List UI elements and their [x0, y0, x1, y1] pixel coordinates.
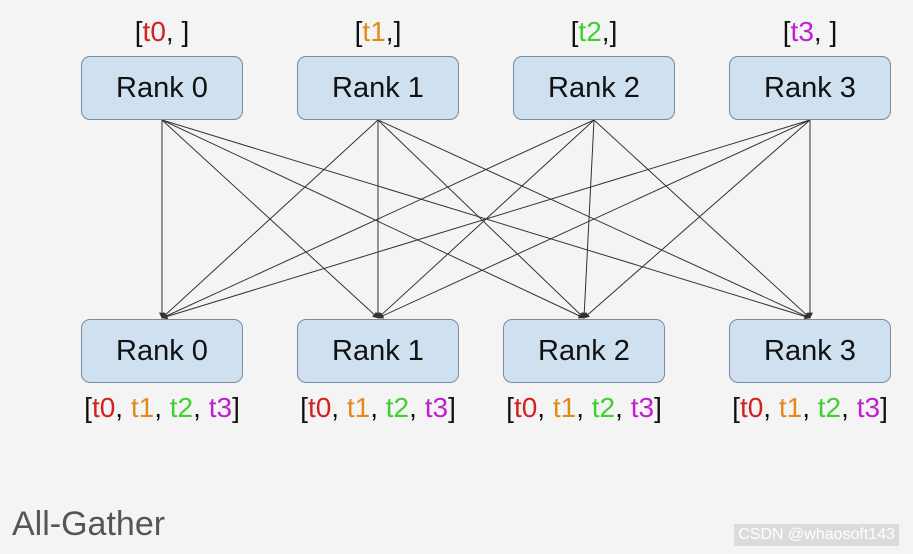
token-t1: t1	[552, 392, 577, 423]
top-rank-buffer-2: [t2,]	[570, 16, 618, 47]
edge-rank2-to-rank0	[161, 119, 595, 319]
edge-rank1-to-rank2	[377, 119, 585, 319]
token-t3: t3	[790, 16, 814, 47]
token-t2: t2	[578, 16, 602, 47]
edge-rank3-to-rank0	[161, 119, 811, 320]
top-rank-box-3: Rank 3	[729, 56, 891, 120]
diagram-title: All-Gather	[12, 505, 166, 543]
edge-rank2-to-rank2	[581, 119, 595, 319]
edge-rank2-to-rank3	[593, 119, 811, 319]
token-t2: t2	[385, 392, 410, 423]
watermark: CSDN @whaosoft143	[734, 524, 899, 546]
bottom-rank-box-2: Rank 2	[503, 319, 665, 383]
top-rank-buffer-1: [t1,]	[354, 16, 402, 47]
token-t3: t3	[630, 392, 655, 423]
token-t3: t3	[424, 392, 449, 423]
token-t0: t0	[307, 392, 332, 423]
edge-rank3-to-rank2	[583, 119, 811, 319]
token-t2: t2	[169, 392, 194, 423]
edge-rank0-to-rank2	[161, 119, 585, 319]
top-rank-box-1: Rank 1	[297, 56, 459, 120]
bottom-rank-box-1: Rank 1	[297, 319, 459, 383]
token-t2: t2	[817, 392, 842, 423]
token-t2: t2	[591, 392, 616, 423]
edge-rank1-to-rank0	[161, 119, 379, 319]
token-t1: t1	[362, 16, 386, 47]
bottom-rank-box-3: Rank 3	[729, 319, 891, 383]
top-rank-buffer-3: [t3, ]	[782, 16, 838, 47]
token-t0: t0	[142, 16, 166, 47]
bottom-rank-buffer-1: [t0, t1, t2, t3]	[300, 392, 456, 423]
top-rank-box-0: Rank 0	[81, 56, 243, 120]
bottom-rank-buffer-2: [t0, t1, t2, t3]	[506, 392, 662, 423]
token-t1: t1	[346, 392, 371, 423]
bottom-rank-box-0: Rank 0	[81, 319, 243, 383]
token-t1: t1	[778, 392, 803, 423]
token-t3: t3	[856, 392, 881, 423]
bottom-rank-buffer-3: [t0, t1, t2, t3]	[732, 392, 888, 423]
bottom-rank-buffer-0: [t0, t1, t2, t3]	[84, 392, 240, 423]
token-t0: t0	[91, 392, 116, 423]
edge-rank3-to-rank1	[377, 119, 811, 319]
top-rank-box-2: Rank 2	[513, 56, 675, 120]
token-t0: t0	[739, 392, 764, 423]
top-rank-buffer-0: [t0, ]	[134, 16, 190, 47]
token-t1: t1	[130, 392, 155, 423]
token-t3: t3	[208, 392, 233, 423]
token-t0: t0	[513, 392, 538, 423]
